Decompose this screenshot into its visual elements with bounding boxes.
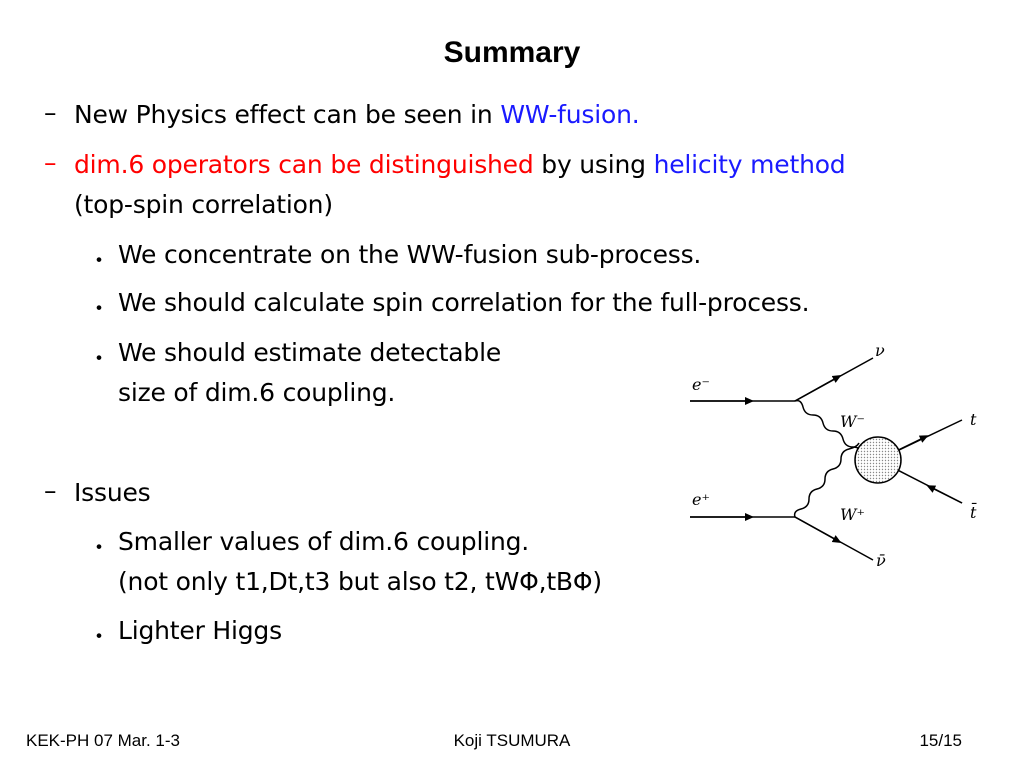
bullet-dim6-continuation: (top-spin correlation) [74,190,333,219]
sub-bullet-concentrate: We concentrate on the WW-fusion sub-proc… [118,240,702,269]
label-w-plus: W⁺ [840,505,865,524]
dim6-highlight: dim.6 operators can be distinguished [74,150,534,179]
label-nubar: ν̄ [876,551,886,570]
sub-bullet-dot: ・ [88,536,111,561]
sub-bullet-dot: ・ [88,297,111,322]
bullet-new-physics: New Physics effect can be seen in WW-fus… [74,100,640,129]
sub-bullet-dot: ・ [88,625,111,650]
footer-author: Koji TSUMURA [453,731,571,750]
helicity-method-highlight: helicity method [653,150,846,179]
ww-fusion-highlight: WW-fusion. [500,100,640,129]
slide-title: Summary [443,36,581,69]
sub-bullet-dot: ・ [88,347,111,372]
bullet-text: by using [533,150,654,179]
sub-bullet-dot: ・ [88,249,111,274]
label-w-minus: W⁻ [840,412,865,431]
w-plus-boson [793,442,860,518]
sub-bullet-estimate: We should estimate detectable [118,338,502,367]
bullet-dim6: dim.6 operators can be distinguished by … [74,150,846,179]
bullet-dash: – [44,98,57,127]
bullet-dash: – [44,476,57,505]
bullet-dash: – [44,148,57,177]
label-t: t [970,410,977,429]
footer-page-number: 15/15 [919,731,962,750]
sub-bullet-smaller-values: Smaller values of dim.6 coupling. [118,527,530,556]
sub-bullet-smaller-values-continuation: (not only t1,Dt,t3 but also t2, tWΦ,tBΦ) [118,567,602,596]
footer-conference: KEK-PH 07 Mar. 1-3 [26,731,181,750]
bullet-text: New Physics effect can be seen in [74,100,501,129]
feynman-diagram: e⁻ ν W⁻ t e⁺ W⁺ t̄ ν̄ [690,341,977,570]
label-tbar: t̄ [970,501,977,522]
label-nu: ν [875,341,885,360]
interaction-blob [854,436,902,484]
sub-bullet-estimate-continuation: size of dim.6 coupling. [118,378,396,407]
bullet-issues: Issues [74,478,151,507]
sub-bullet-calculate: We should calculate spin correlation for… [118,288,810,317]
sub-bullet-lighter-higgs: Lighter Higgs [118,616,282,645]
label-e-plus: e⁺ [692,490,710,509]
label-e-minus: e⁻ [692,375,710,394]
